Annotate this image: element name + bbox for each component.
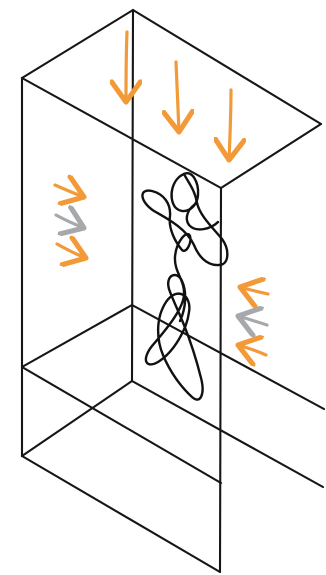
right-arrow-icon <box>57 244 86 258</box>
down-arrow-icon <box>126 32 127 102</box>
top-back-edge <box>133 10 321 124</box>
dancer-figure <box>142 173 227 399</box>
right-arrow-icon <box>55 185 84 197</box>
left-arrow-icon <box>238 345 266 355</box>
down-arrow-icon <box>176 62 179 132</box>
left-side-arrows <box>55 185 86 258</box>
mid-back-left-edge <box>22 305 132 367</box>
top-left-edge <box>22 10 133 78</box>
right-arrow-icon <box>56 215 84 228</box>
top-right-edge <box>221 124 321 188</box>
right-side-arrows <box>238 287 268 355</box>
left-arrow-icon <box>238 316 267 325</box>
bottom-front-edge <box>22 456 220 572</box>
top-front-edge <box>22 78 221 188</box>
left-arrow-icon <box>240 287 268 294</box>
figure-body <box>142 174 227 400</box>
mid-back-right-edge <box>132 305 324 409</box>
bottom-back-left-edge <box>22 381 132 456</box>
back-vertical-edge <box>132 10 133 381</box>
mid-front-edge <box>22 367 221 483</box>
box-wireframe <box>22 10 324 572</box>
top-downward-arrows <box>126 32 231 160</box>
front-right-vertical-edge <box>220 188 221 572</box>
bottom-back-right-edge <box>132 381 323 487</box>
down-arrow-icon <box>229 90 231 160</box>
